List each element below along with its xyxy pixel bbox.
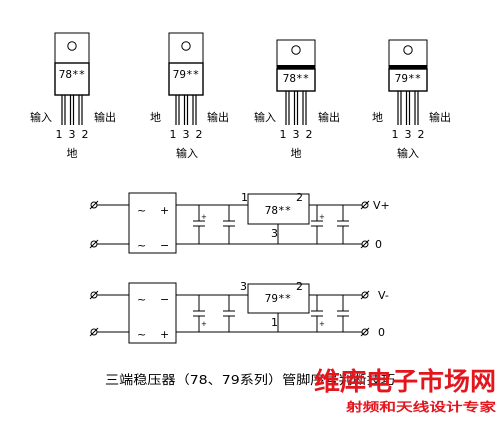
package-2-part: 79** bbox=[173, 68, 200, 81]
package-2-pin-b: 3 bbox=[183, 128, 190, 141]
bridge-rectifier-1 bbox=[128, 192, 177, 254]
circuit-2-pin-out: 2 bbox=[296, 280, 303, 293]
output-terminal-pos-1 bbox=[361, 201, 369, 209]
regulator-79xx-label: 79** bbox=[265, 292, 292, 305]
package-2-pin-c: 2 bbox=[196, 128, 203, 141]
package-4-part: 79** bbox=[395, 72, 422, 85]
package-4-pin-b: 3 bbox=[405, 128, 412, 141]
output-pos-label-2: V- bbox=[378, 289, 389, 302]
watermark-main: 维库电子市场网 bbox=[314, 367, 496, 396]
output-pos-label-1: V+ bbox=[373, 199, 390, 212]
package-3: 78** 输入 输出 1 3 2 地 bbox=[254, 39, 340, 160]
output-terminal-pos-2 bbox=[361, 291, 369, 299]
package-1-left-label: 输入 bbox=[30, 110, 52, 124]
package-1-bottom-label: 地 bbox=[67, 147, 78, 160]
bridge-rectifier-2 bbox=[128, 282, 177, 344]
circuit-2-pin-in: 3 bbox=[240, 280, 247, 293]
package-1-pin-a: 1 bbox=[56, 128, 63, 141]
output-terminal-neg-2 bbox=[361, 328, 369, 336]
package-2-bottom-label: 输入 bbox=[176, 146, 198, 160]
package-2: 79** 地 输出 1 3 2 输入 bbox=[150, 32, 229, 160]
package-1-part: 78** bbox=[59, 68, 86, 81]
package-1-pin-c: 2 bbox=[82, 128, 89, 141]
package-2-pin-a: 1 bbox=[170, 128, 177, 141]
package-2-left-label: 地 bbox=[150, 111, 161, 124]
output-neg-label-1: 0 bbox=[375, 238, 382, 251]
output-neg-label-2: 0 bbox=[378, 326, 385, 339]
package-3-left-label: 输入 bbox=[254, 110, 276, 124]
svg-text:+: + bbox=[201, 213, 207, 221]
package-4: 79** 地 输出 1 3 2 输入 bbox=[372, 39, 451, 160]
bridge-2-minus: − bbox=[160, 293, 169, 306]
circuit-1-pin-out: 2 bbox=[296, 191, 303, 204]
caps-2 bbox=[193, 295, 349, 332]
svg-text:+: + bbox=[319, 320, 325, 328]
package-3-pin-c: 2 bbox=[306, 128, 313, 141]
bridge-1-ac-top: ~ bbox=[137, 204, 146, 217]
package-3-part: 78** bbox=[283, 72, 310, 85]
package-4-pin-c: 2 bbox=[418, 128, 425, 141]
circuit-78xx-labels: ~ ~ + − + + 78** 1 2 3 V+ 0 bbox=[137, 191, 390, 252]
bridge-2-ac-top: ~ bbox=[137, 293, 146, 306]
package-4-bottom-label: 输入 bbox=[397, 146, 419, 160]
package-4-right-label: 输出 bbox=[429, 110, 451, 124]
figure-caption: 三端稳压器（78、79系列）管脚序号判断技巧 bbox=[105, 372, 395, 387]
package-1-right-label: 输出 bbox=[94, 110, 116, 124]
circuit-78xx bbox=[89, 192, 370, 254]
bridge-1-plus: + bbox=[160, 204, 169, 217]
circuit-79xx-labels: ~ ~ − + + + 79** 3 2 1 V- 0 bbox=[137, 280, 389, 341]
bridge-1-ac-bottom: ~ bbox=[137, 239, 146, 252]
svg-text:+: + bbox=[201, 320, 207, 328]
watermark: 维库电子市场网 射频和天线设计专家 bbox=[314, 367, 497, 414]
circuit-79xx bbox=[89, 282, 370, 344]
package-3-pin-b: 3 bbox=[293, 128, 300, 141]
caps-1 bbox=[193, 205, 349, 244]
output-terminal-neg-1 bbox=[361, 240, 369, 248]
bridge-2-plus: + bbox=[160, 328, 169, 341]
bridge-1-minus: − bbox=[160, 239, 169, 252]
circuit-1-pin-in: 1 bbox=[241, 191, 248, 204]
package-3-right-label: 输出 bbox=[318, 110, 340, 124]
package-4-left-label: 地 bbox=[372, 111, 383, 124]
package-3-bottom-label: 地 bbox=[291, 147, 302, 160]
package-1: 78** 输入 输出 1 3 2 地 bbox=[30, 32, 116, 160]
package-3-pin-a: 1 bbox=[280, 128, 287, 141]
package-4-pin-a: 1 bbox=[392, 128, 399, 141]
circuit-1-pin-gnd: 3 bbox=[271, 227, 278, 240]
watermark-sub: 射频和天线设计专家 bbox=[345, 399, 498, 414]
regulator-78xx-label: 78** bbox=[265, 204, 292, 217]
circuit-2-pin-gnd: 1 bbox=[271, 316, 278, 329]
package-2-right-label: 输出 bbox=[207, 110, 229, 124]
bridge-2-ac-bottom: ~ bbox=[137, 328, 146, 341]
package-1-pin-b: 3 bbox=[69, 128, 76, 141]
svg-text:+: + bbox=[319, 213, 325, 221]
